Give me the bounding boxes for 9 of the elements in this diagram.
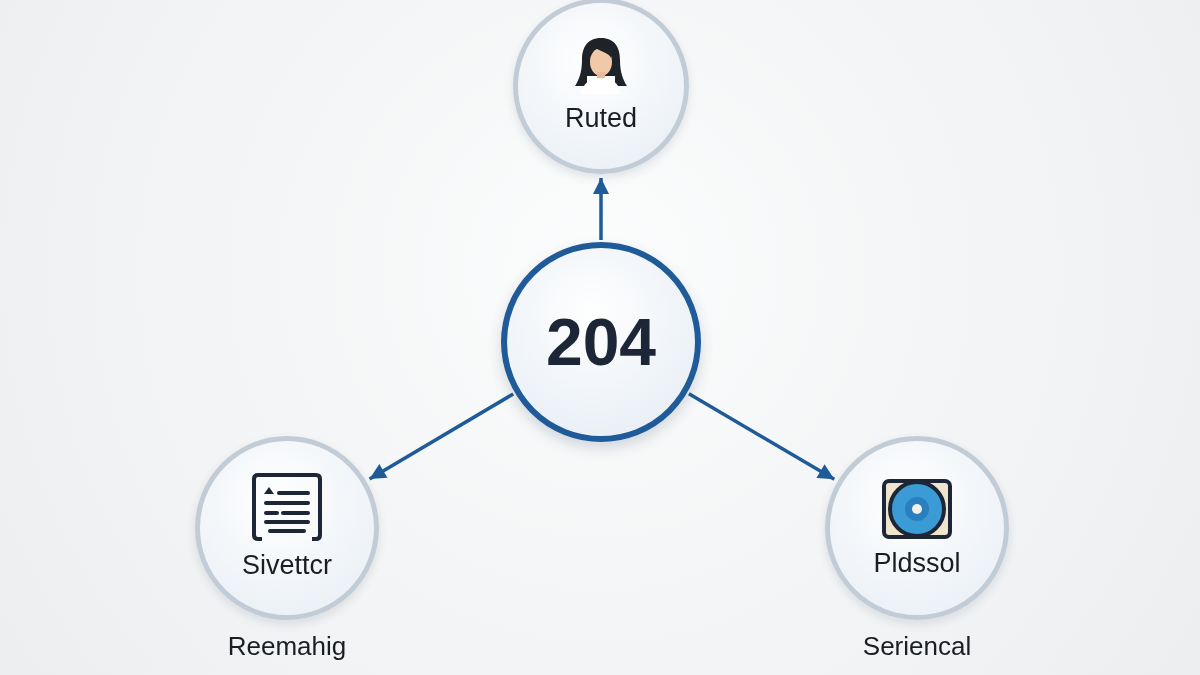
- hub-number: 204: [545, 309, 657, 375]
- node-label: Ruted: [564, 102, 638, 136]
- arrow: [593, 178, 609, 240]
- node-caption: Seriencal: [861, 630, 973, 663]
- node-label: Pldssol: [873, 547, 961, 581]
- arrow: [688, 392, 836, 481]
- node-caption: Reemahig: [226, 630, 348, 663]
- node-label: Sivettcr: [242, 549, 332, 583]
- arrow: [368, 392, 515, 481]
